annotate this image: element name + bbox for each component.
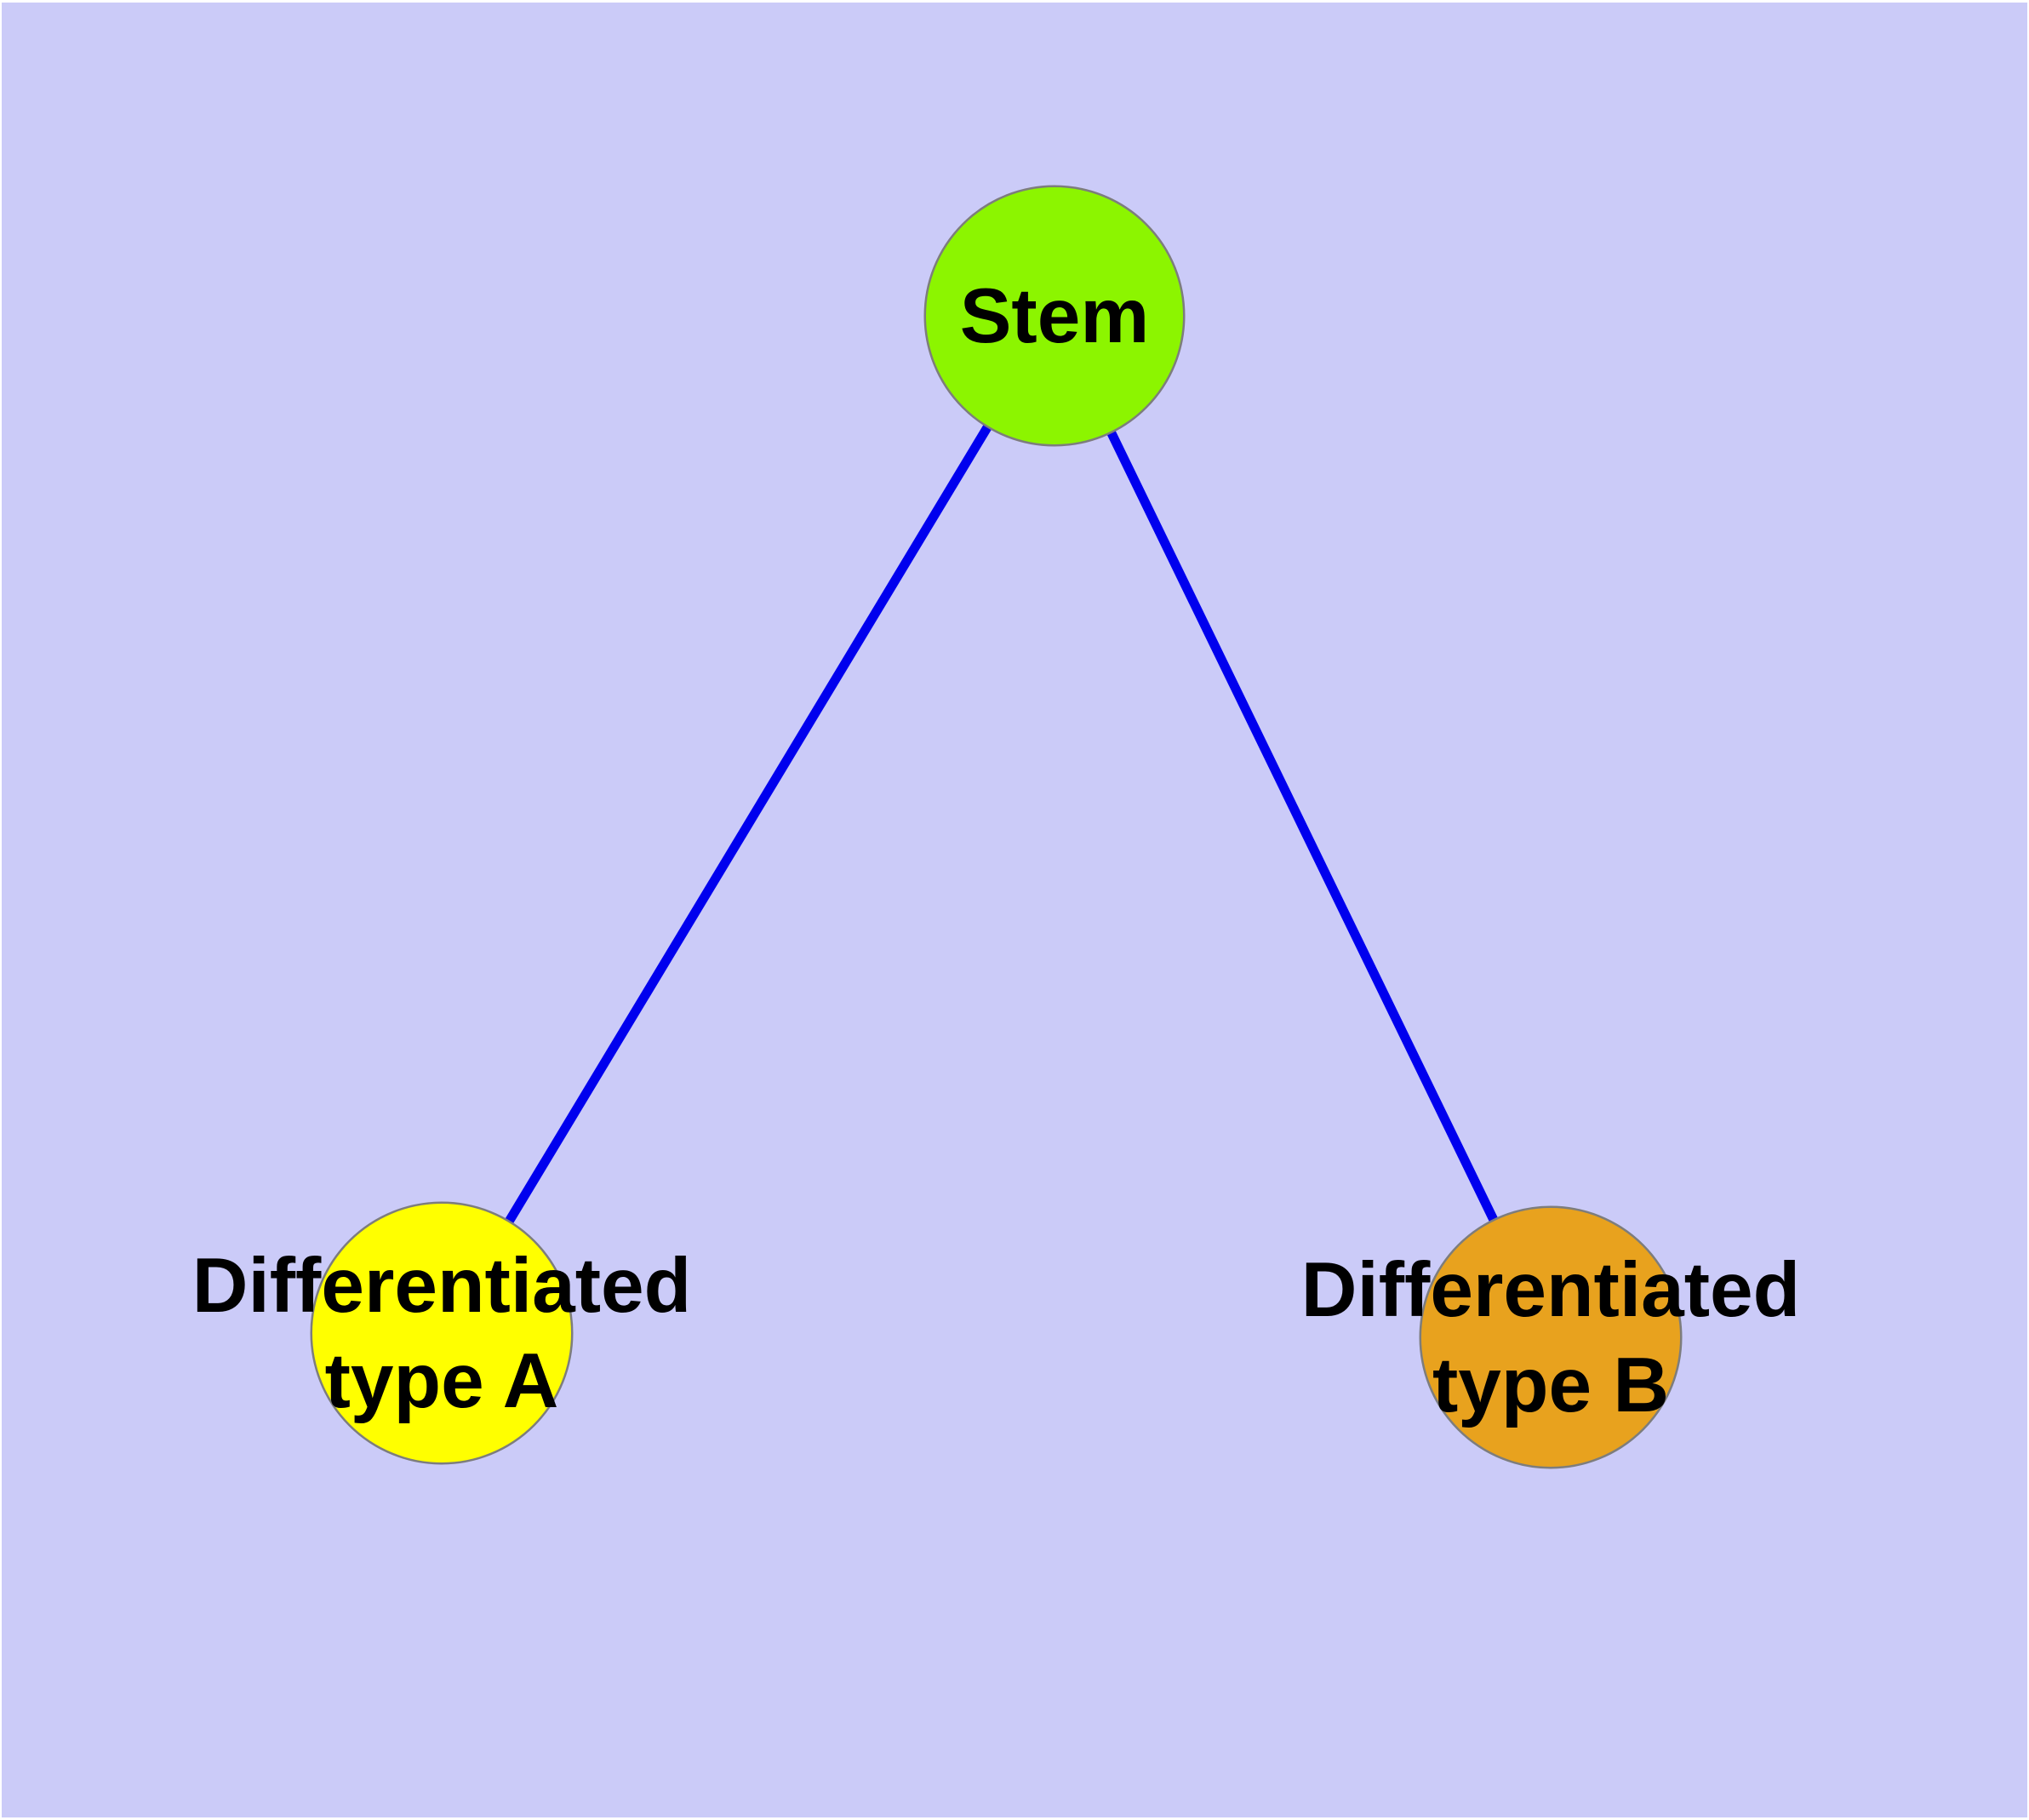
- edge-stem-to-type-b: [1050, 313, 1555, 1340]
- node-stem-circle: [923, 185, 1186, 447]
- edge-layer: [437, 313, 1555, 1340]
- node-stem-label: Stem: [960, 273, 1150, 359]
- node-differentiated-type-b-circle: [1419, 1205, 1683, 1469]
- node-differentiated-type-a-circle: [310, 1201, 574, 1465]
- edge-stem-to-type-a: [437, 313, 1059, 1336]
- node-stem: Stem: [923, 185, 1186, 447]
